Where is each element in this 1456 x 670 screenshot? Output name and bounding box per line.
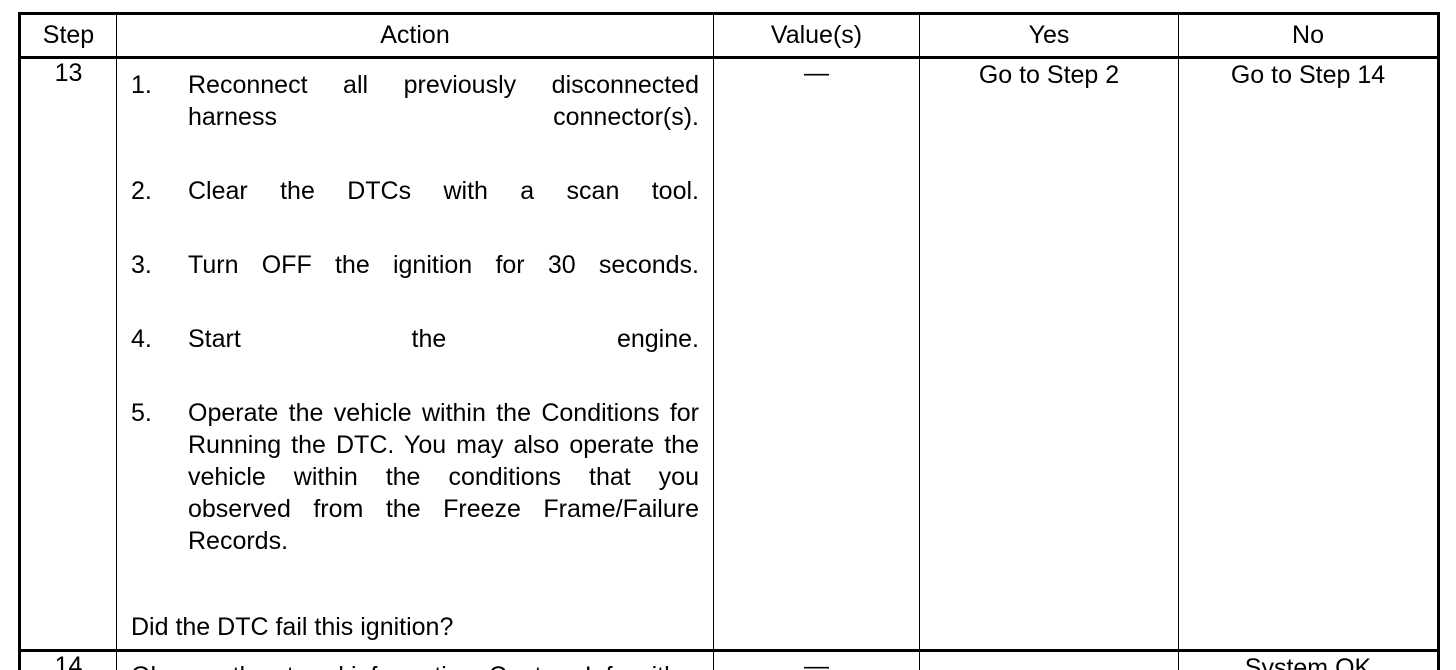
value-dash: — <box>804 652 829 670</box>
table-row: 14 Observe the stored information, Captu… <box>19 650 1439 670</box>
diagnostic-procedure-table: Step Action Value(s) Yes No 13 1. Reconn… <box>18 12 1440 670</box>
list-item-text: Turn OFF the ignition for 30 seconds. <box>188 251 699 279</box>
step-number: 13 <box>19 57 117 652</box>
column-header-action: Action <box>116 13 714 59</box>
list-item-text: Clear the DTCs with a scan tool. <box>188 177 699 205</box>
list-item-number: 1. <box>131 71 152 99</box>
table-row: 13 1. Reconnect all previously disconnec… <box>19 57 1439 652</box>
list-item-text: Start the engine. <box>188 325 699 353</box>
list-item-text: Operate the vehicle within the Condition… <box>188 399 699 555</box>
action-numbered-list: 1. Reconnect all previously disconnected… <box>131 69 699 589</box>
list-item-number: 2. <box>131 177 152 205</box>
list-item: 1. Reconnect all previously disconnected… <box>131 69 699 165</box>
step-number: 14 <box>19 650 117 670</box>
list-item: 4. Start the engine. <box>131 323 699 387</box>
yes-answer-text: Go to Step 2 <box>978 61 1120 89</box>
list-item-number: 3. <box>131 251 152 279</box>
action-cell: 1. Reconnect all previously disconnected… <box>116 57 714 652</box>
yes-answer-cell: Go to Diagnostic Trouble Code (DTC) List <box>919 650 1179 670</box>
list-item-number: 4. <box>131 325 152 353</box>
column-header-step: Step <box>19 13 117 59</box>
table-header-row: Step Action Value(s) Yes No <box>19 13 1439 59</box>
value-cell: — <box>713 650 920 670</box>
yes-answer-cell: Go to Step 2 <box>919 57 1179 652</box>
action-paragraph: Observe the stored information, Capture … <box>131 660 699 670</box>
column-header-yes: Yes <box>919 13 1179 59</box>
no-answer-text: System OK <box>1244 654 1372 670</box>
list-item: 3. Turn OFF the ignition for 30 seconds. <box>131 249 699 313</box>
action-paragraph-text: Observe the stored information, Capture … <box>131 662 699 670</box>
value-cell: — <box>713 57 920 652</box>
action-question: Did the DTC fail this ignition? <box>131 613 454 641</box>
no-answer-text: Go to Step 14 <box>1230 61 1386 89</box>
value-dash: — <box>804 59 829 87</box>
no-answer-cell: System OK <box>1178 650 1439 670</box>
action-cell: Observe the stored information, Capture … <box>116 650 714 670</box>
list-item: 5. Operate the vehicle within the Condit… <box>131 397 699 589</box>
list-item-text: Reconnect all previously disconnected ha… <box>188 71 699 131</box>
column-header-value: Value(s) <box>713 13 920 59</box>
column-header-no: No <box>1178 13 1439 59</box>
list-item-number: 5. <box>131 399 152 427</box>
no-answer-cell: Go to Step 14 <box>1178 57 1439 652</box>
list-item: 2. Clear the DTCs with a scan tool. <box>131 175 699 239</box>
